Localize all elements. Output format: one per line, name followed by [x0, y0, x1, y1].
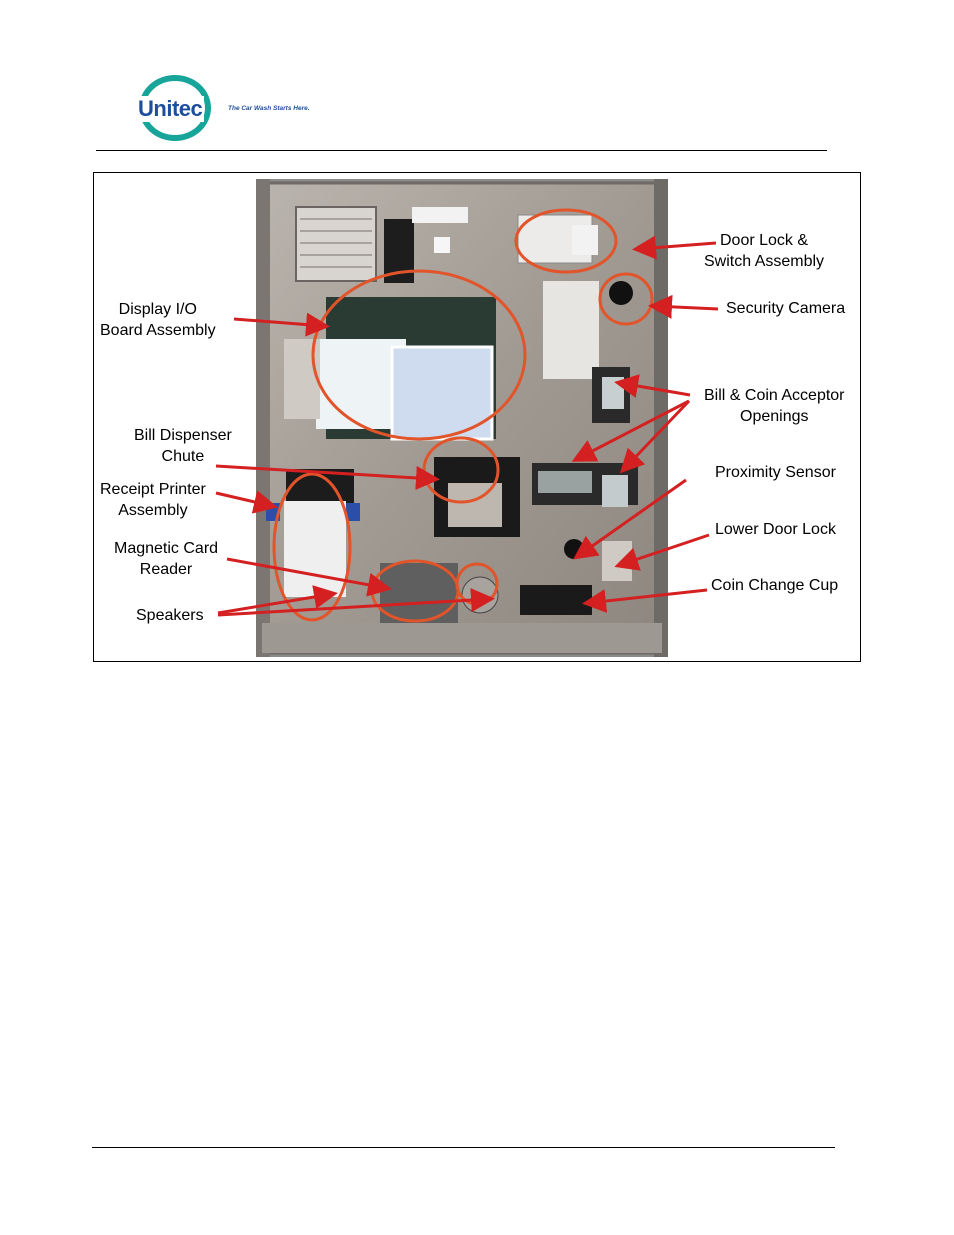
- callout-lower-door-lock: Lower Door Lock: [715, 519, 836, 540]
- company-logo: Unitec The Car Wash Starts Here.: [136, 72, 326, 150]
- callout-bill-dispenser-chute: Bill Dispenser Chute: [134, 425, 232, 467]
- callout-security-camera: Security Camera: [726, 298, 845, 319]
- callout-line: Bill & Coin Acceptor: [704, 385, 845, 406]
- callout-door-lock: Door Lock & Switch Assembly: [704, 230, 824, 272]
- callout-line: Display I/O: [100, 299, 216, 320]
- callout-line: Openings: [704, 406, 845, 427]
- logo-wordmark: Unitec: [136, 96, 204, 122]
- callout-magnetic-card-reader: Magnetic Card Reader: [114, 538, 218, 580]
- callout-line: Door Lock &: [704, 230, 824, 251]
- callout-line: Receipt Printer: [100, 479, 206, 500]
- callout-line: Board Assembly: [100, 320, 216, 341]
- callout-coin-change-cup: Coin Change Cup: [711, 575, 838, 596]
- callout-line: Switch Assembly: [704, 251, 824, 272]
- callout-line: Magnetic Card: [114, 538, 218, 559]
- callout-line: Lower Door Lock: [715, 519, 836, 540]
- kiosk-interior-photo: [256, 179, 668, 657]
- callout-speakers: Speakers: [136, 605, 204, 626]
- footer-rule: [92, 1147, 835, 1148]
- callout-line: Coin Change Cup: [711, 575, 838, 596]
- logo-tagline: The Car Wash Starts Here.: [228, 105, 310, 112]
- callout-line: Proximity Sensor: [715, 462, 836, 483]
- callout-line: Speakers: [136, 605, 204, 626]
- callout-line: Assembly: [100, 500, 206, 521]
- callout-proximity-sensor: Proximity Sensor: [715, 462, 836, 483]
- callout-line: Chute: [134, 446, 232, 467]
- header-rule: [96, 150, 827, 151]
- callout-receipt-printer: Receipt Printer Assembly: [100, 479, 206, 521]
- callout-display-io-board: Display I/O Board Assembly: [100, 299, 216, 341]
- callout-line: Reader: [114, 559, 218, 580]
- callout-bill-coin-acceptor: Bill & Coin Acceptor Openings: [704, 385, 845, 427]
- kiosk-interior-figure: Door Lock & Switch Assembly Security Cam…: [93, 172, 861, 662]
- callout-line: Bill Dispenser: [134, 425, 232, 446]
- callout-line: Security Camera: [726, 298, 845, 319]
